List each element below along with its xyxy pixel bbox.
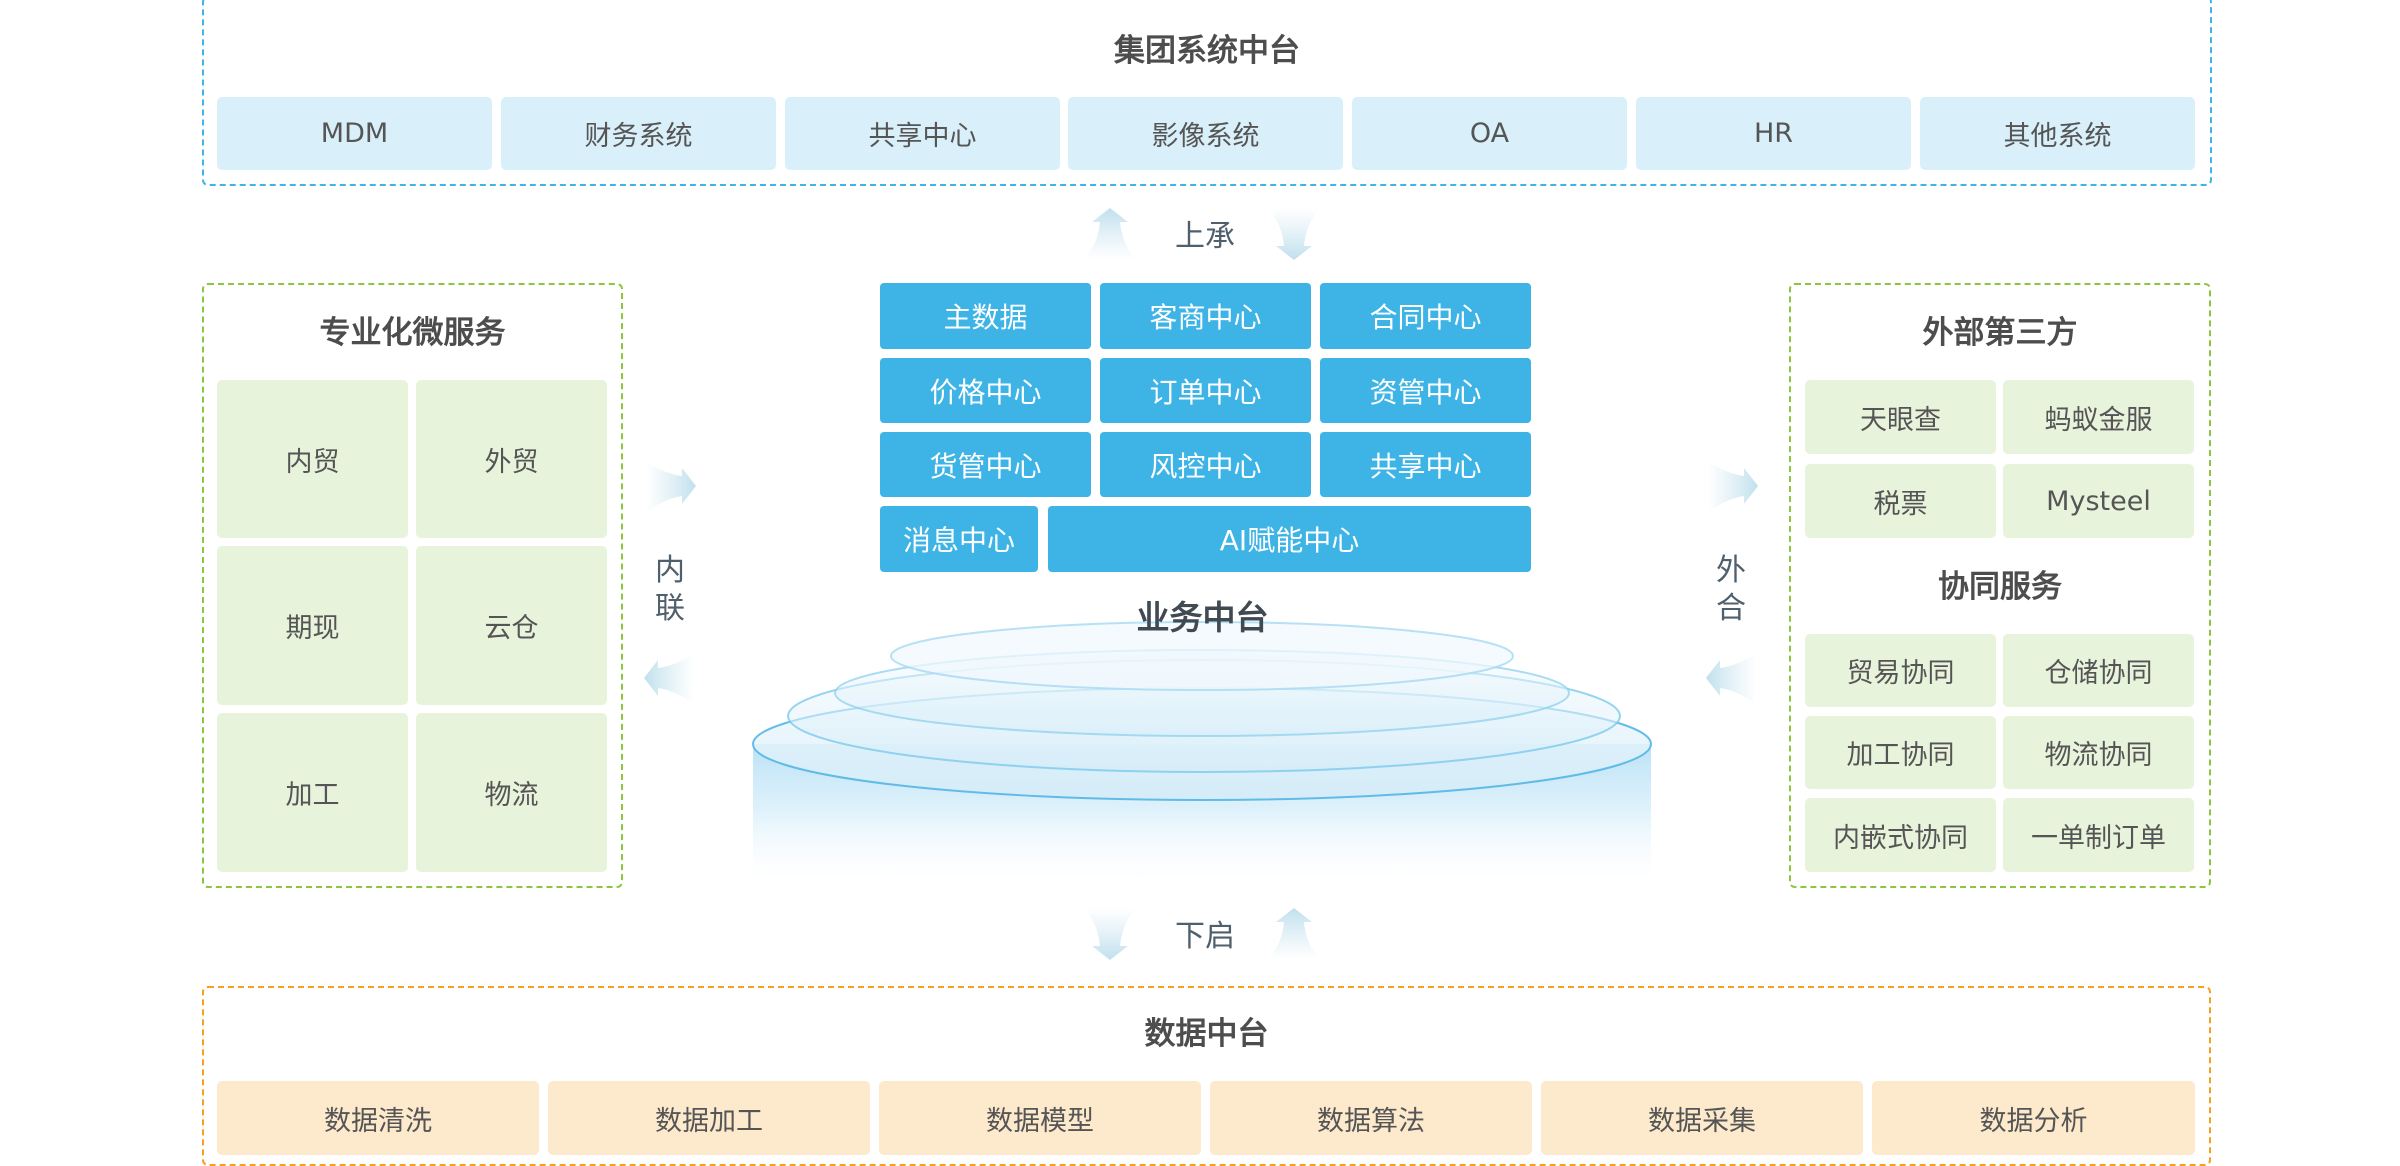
arrow-right-icon — [646, 462, 696, 512]
third-party-tax-invoice[interactable]: 税票 — [1805, 464, 1996, 538]
data-item-model[interactable]: 数据模型 — [879, 1081, 1201, 1155]
biz-shared-center[interactable]: 共享中心 — [1320, 432, 1531, 497]
micro-item-logistics[interactable]: 物流 — [416, 713, 607, 872]
upper-connector-label: 上承 — [1175, 219, 1235, 254]
arrow-up-icon — [1268, 908, 1320, 960]
data-item-cleansing[interactable]: 数据清洗 — [217, 1081, 539, 1155]
third-party-tianyancha[interactable]: 天眼查 — [1805, 380, 1996, 454]
lower-connector-label: 下启 — [1175, 919, 1235, 954]
arrow-right-icon — [1708, 462, 1758, 512]
biz-goods-center[interactable]: 货管中心 — [880, 432, 1091, 497]
outer-connector-char-1: 外 — [1716, 553, 1746, 588]
group-item-hr[interactable]: HR — [1636, 97, 1911, 170]
data-item-processing[interactable]: 数据加工 — [548, 1081, 870, 1155]
arrow-left-icon — [644, 654, 694, 704]
biz-message-center[interactable]: 消息中心 — [880, 506, 1038, 572]
group-item-mdm[interactable]: MDM — [217, 97, 492, 170]
business-platform-title: 业务中台 — [1136, 598, 1269, 637]
group-platform-title: 集团系统中台 — [1114, 33, 1300, 69]
group-item-imaging[interactable]: 影像系统 — [1068, 97, 1343, 170]
third-party-title: 外部第三方 — [1922, 315, 2078, 351]
arrow-down-icon — [1268, 208, 1320, 260]
third-party-mysteel[interactable]: Mysteel — [2003, 464, 2194, 538]
collab-warehouse[interactable]: 仓储协同 — [2003, 634, 2194, 707]
biz-customer-center[interactable]: 客商中心 — [1100, 283, 1311, 349]
biz-master-data[interactable]: 主数据 — [880, 283, 1091, 349]
biz-risk-center[interactable]: 风控中心 — [1100, 432, 1311, 497]
collab-processing[interactable]: 加工协同 — [1805, 716, 1996, 789]
biz-order-center[interactable]: 订单中心 — [1100, 358, 1311, 423]
collab-single-order[interactable]: 一单制订单 — [2003, 798, 2194, 872]
biz-price-center[interactable]: 价格中心 — [880, 358, 1091, 423]
group-item-oa[interactable]: OA — [1352, 97, 1627, 170]
data-platform-frame — [202, 986, 2211, 1166]
outer-connector-char-2: 合 — [1716, 590, 1746, 626]
outer-connector-label: 外 合 — [1711, 552, 1751, 627]
data-item-collection[interactable]: 数据采集 — [1541, 1081, 1863, 1155]
arrow-down-icon — [1084, 908, 1136, 960]
collab-logistics[interactable]: 物流协同 — [2003, 716, 2194, 789]
biz-ai-center[interactable]: AI赋能中心 — [1048, 506, 1531, 572]
group-item-shared-center[interactable]: 共享中心 — [785, 97, 1060, 170]
platform-cylinder-illustration — [752, 621, 1652, 890]
collab-trade[interactable]: 贸易协同 — [1805, 634, 1996, 707]
micro-item-foreign-trade[interactable]: 外贸 — [416, 380, 607, 538]
micro-services-frame — [202, 283, 623, 888]
biz-contract-center[interactable]: 合同中心 — [1320, 283, 1531, 349]
collab-services-title: 协同服务 — [1938, 569, 2062, 605]
data-item-algorithm[interactable]: 数据算法 — [1210, 1081, 1532, 1155]
third-party-ant-financial[interactable]: 蚂蚁金服 — [2003, 380, 2194, 454]
collab-embedded[interactable]: 内嵌式协同 — [1805, 798, 1996, 872]
micro-item-futures-spot[interactable]: 期现 — [217, 546, 408, 705]
micro-services-title: 专业化微服务 — [319, 315, 506, 351]
micro-item-domestic-trade[interactable]: 内贸 — [217, 380, 408, 538]
arrow-left-icon — [1706, 654, 1756, 704]
inner-connector-char-2: 联 — [655, 590, 685, 626]
data-item-analysis[interactable]: 数据分析 — [1872, 1081, 2195, 1155]
inner-connector-label: 内 联 — [650, 552, 690, 627]
biz-asset-center[interactable]: 资管中心 — [1320, 358, 1531, 423]
group-item-finance[interactable]: 财务系统 — [501, 97, 776, 170]
arrow-up-icon — [1084, 208, 1136, 260]
inner-connector-char-1: 内 — [655, 553, 685, 588]
external-frame — [1789, 283, 2211, 888]
data-platform-title: 数据中台 — [1144, 1016, 1269, 1052]
cylinder-disk-4 — [890, 621, 1514, 691]
micro-item-cloud-warehouse[interactable]: 云仓 — [416, 546, 607, 705]
group-item-other[interactable]: 其他系统 — [1920, 97, 2195, 170]
micro-item-processing[interactable]: 加工 — [217, 713, 408, 872]
group-platform-frame — [202, 0, 2212, 186]
